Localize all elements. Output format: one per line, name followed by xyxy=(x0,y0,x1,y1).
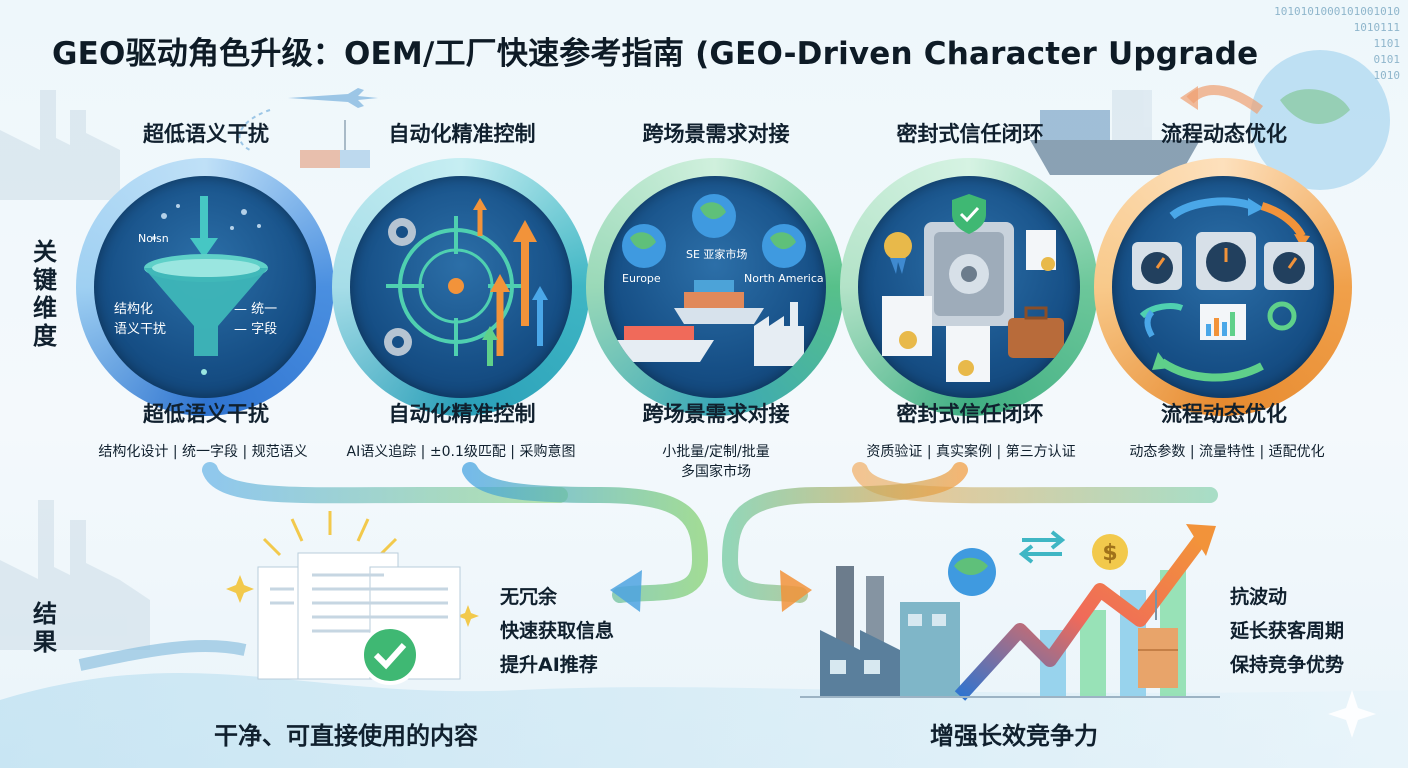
col-3-top-title: 跨场景需求对接 xyxy=(642,122,790,146)
col-1-circle: Nolsn 结构化 语义干扰 — 统一 — 字段 xyxy=(94,176,316,398)
sparkle-icon xyxy=(1328,690,1376,738)
crane-container-icon xyxy=(1138,590,1178,688)
gauge-icon xyxy=(1196,232,1256,290)
col-2-top-title: 自动化精准控制 xyxy=(388,122,536,146)
gauge-icon xyxy=(1264,242,1314,290)
shield-check-icon xyxy=(952,194,986,234)
col-3-subtitle: 小批量/定制/批量 多国家市场 xyxy=(662,444,770,480)
sparkle-icon xyxy=(457,605,479,627)
north-america-label: North America xyxy=(744,272,824,285)
check-circle-icon xyxy=(360,625,420,685)
svg-text:$: $ xyxy=(1102,541,1117,566)
col-1-subtitle: 结构化设计 | 统一字段 | 规范语义 xyxy=(98,444,308,460)
factory-icon xyxy=(754,302,804,366)
dollar-coin-icon: $ xyxy=(1092,534,1128,570)
cargo-ship-icon xyxy=(614,280,764,362)
europe-label: Europe xyxy=(622,272,661,285)
gear-icon xyxy=(388,218,416,246)
factory-silhouette-top xyxy=(0,90,120,200)
col-4-circle xyxy=(858,176,1080,398)
cargo-ship-icon xyxy=(1030,90,1200,175)
clean-documents-illustration xyxy=(226,511,479,685)
right-icon-text: — 统一 — 字段 xyxy=(234,302,278,337)
binary-decoration: 1010101000101001010 1010111 1101 0101 10… xyxy=(1274,5,1400,82)
col-3-bottom-title: 跨场景需求对接 xyxy=(642,402,790,426)
port-containers xyxy=(300,120,370,168)
factory-silhouette-bottom xyxy=(0,500,150,650)
gear-icon xyxy=(384,328,412,356)
globe-icon xyxy=(692,194,736,238)
col-4-top-title: 密封式信任闭环 xyxy=(896,122,1044,146)
right-outcome-title: 增强长效竞争力 xyxy=(930,722,1098,750)
exchange-arrows-icon xyxy=(1018,530,1066,564)
col-2-bottom-title: 自动化精准控制 xyxy=(388,402,536,426)
award-badge-icon xyxy=(884,232,912,274)
certificate-icon xyxy=(946,326,990,382)
globe-icon xyxy=(948,548,996,596)
sun-rays-icon xyxy=(262,511,398,557)
vault-icon xyxy=(924,222,1014,326)
target-icon xyxy=(384,198,548,366)
wave-arrow xyxy=(78,640,247,671)
certificate-icon xyxy=(882,296,932,356)
col-5-circle xyxy=(1112,176,1334,398)
result-label: 结 果 xyxy=(33,600,57,656)
globe-icon xyxy=(622,224,666,268)
briefcase-icon xyxy=(1008,306,1064,358)
bar-chart-icon xyxy=(1200,304,1246,340)
col-4-subtitle: 资质验证 | 真实案例 | 第三方认证 xyxy=(866,444,1076,460)
funnel-icon xyxy=(144,196,268,375)
col-2-subtitle: AI语义追踪 | ±0.1级匹配 | 采购意图 xyxy=(346,444,576,460)
gauge-icon xyxy=(1132,242,1182,290)
col-5-bottom-title: 流程动态优化 xyxy=(1161,402,1287,426)
left-icon-text: 结构化 语义干扰 xyxy=(114,302,167,337)
col-5-top-title: 流程动态优化 xyxy=(1161,122,1287,146)
page-title: GEO驱动角色升级：OEM/工厂快速参考指南 (GEO-Driven Chara… xyxy=(52,36,1259,72)
col-2-circle xyxy=(350,176,572,398)
se-market-label: SE 亚家市场 xyxy=(686,248,748,261)
noise-text: Nolsn xyxy=(138,232,169,245)
sparkle-icon xyxy=(226,575,254,603)
airplane-icon xyxy=(288,88,378,108)
dimension-label: 关 键 维 度 xyxy=(33,238,57,350)
globe-icon xyxy=(762,224,806,268)
col-5-subtitle: 动态参数 | 流量特性 | 适配优化 xyxy=(1129,444,1325,460)
left-outcome-title: 干净、可直接使用的内容 xyxy=(214,722,478,750)
document-icon xyxy=(1026,230,1056,271)
right-outcome-list: 抗波动 延长获客周期 保持竞争优势 xyxy=(1230,586,1345,676)
growth-illustration: $ xyxy=(800,524,1220,701)
col-1-bottom-title: 超低语义干扰 xyxy=(143,402,269,426)
col-3-circle: Europe SE 亚家市场 North America xyxy=(604,176,826,398)
left-outcome-list: 无冗余 快速获取信息 提升AI推荐 xyxy=(500,586,615,676)
factory-icon xyxy=(820,566,960,696)
refresh-icon xyxy=(1267,301,1297,331)
growth-arrow xyxy=(954,535,1206,701)
col-1-top-title: 超低语义干扰 xyxy=(143,122,269,146)
document-icon xyxy=(257,552,461,680)
col-4-bottom-title: 密封式信任闭环 xyxy=(896,402,1044,426)
